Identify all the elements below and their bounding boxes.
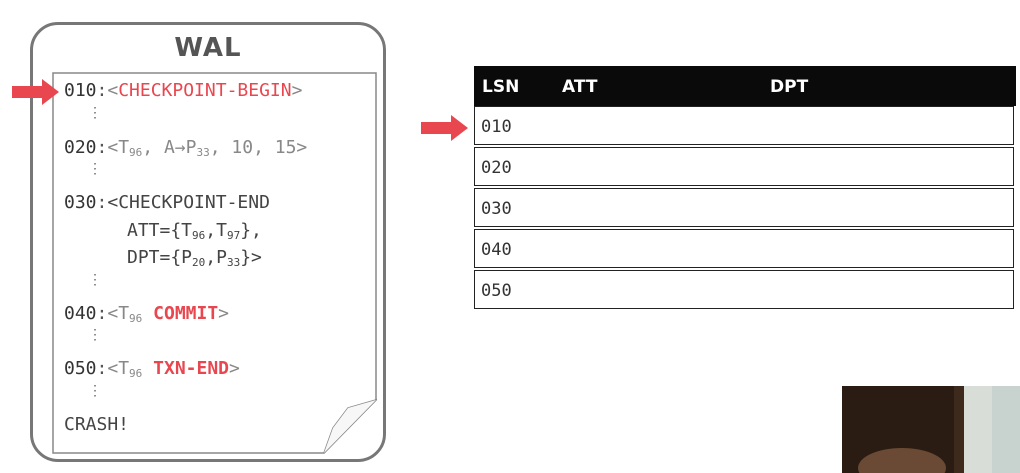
- ellipsis-dots: ⋮: [88, 272, 102, 288]
- ellipsis-dots: ⋮: [88, 383, 102, 399]
- log-page-outline: [52, 72, 377, 454]
- current-lsn-arrow-icon: [12, 79, 59, 105]
- ellipsis-dots: ⋮: [88, 327, 102, 343]
- wal-line-030: 030:<CHECKPOINT-END: [64, 192, 270, 213]
- table-row: 020: [474, 147, 1014, 186]
- header-lsn: LSN: [482, 77, 520, 97]
- table-header: LSN ATT DPT: [474, 66, 1016, 106]
- wal-line-030-att: ATT={T96,T97},: [127, 220, 262, 242]
- wal-title: WAL: [174, 33, 242, 63]
- table-cell-lsn: 010: [481, 117, 512, 137]
- table-cell-lsn: 030: [481, 199, 512, 219]
- ellipsis-dots: ⋮: [88, 105, 102, 121]
- wal-log-page: [52, 72, 377, 454]
- wal-line-020: 020:<T96, A→P33, 10, 15>: [64, 137, 308, 159]
- wal-line-030-dpt: DPT={P20,P33}>: [127, 247, 262, 269]
- wal-line-010: 010:<CHECKPOINT-BEGIN>: [64, 80, 303, 101]
- wal-line-050: 050:<T96 TXN-END>: [64, 358, 240, 380]
- header-dpt: DPT: [770, 77, 809, 97]
- commit-label: COMMIT: [153, 303, 219, 324]
- crash-label: CRASH!: [64, 414, 130, 435]
- txn-end-label: TXN-END: [153, 358, 229, 379]
- wal-line-040: 040:<T96 COMMIT>: [64, 303, 230, 325]
- ellipsis-dots: ⋮: [88, 161, 102, 177]
- table-row: 040: [474, 229, 1014, 268]
- table-row: 010: [474, 106, 1014, 145]
- table-cell-lsn: 020: [481, 158, 512, 178]
- lsn-label: 010: [64, 80, 97, 101]
- table-row-arrow-icon: [421, 115, 468, 141]
- table-cell-lsn: 040: [481, 240, 512, 260]
- checkpoint-begin-label: CHECKPOINT-BEGIN: [118, 80, 292, 101]
- table-row: 030: [474, 188, 1014, 227]
- table-cell-lsn: 050: [481, 281, 512, 301]
- header-att: ATT: [562, 77, 598, 97]
- webcam-frame-image: [842, 386, 1020, 473]
- webcam-overlay: [842, 386, 1020, 473]
- checkpoint-end-label: <CHECKPOINT-END: [107, 192, 270, 213]
- table-row: 050: [474, 270, 1014, 309]
